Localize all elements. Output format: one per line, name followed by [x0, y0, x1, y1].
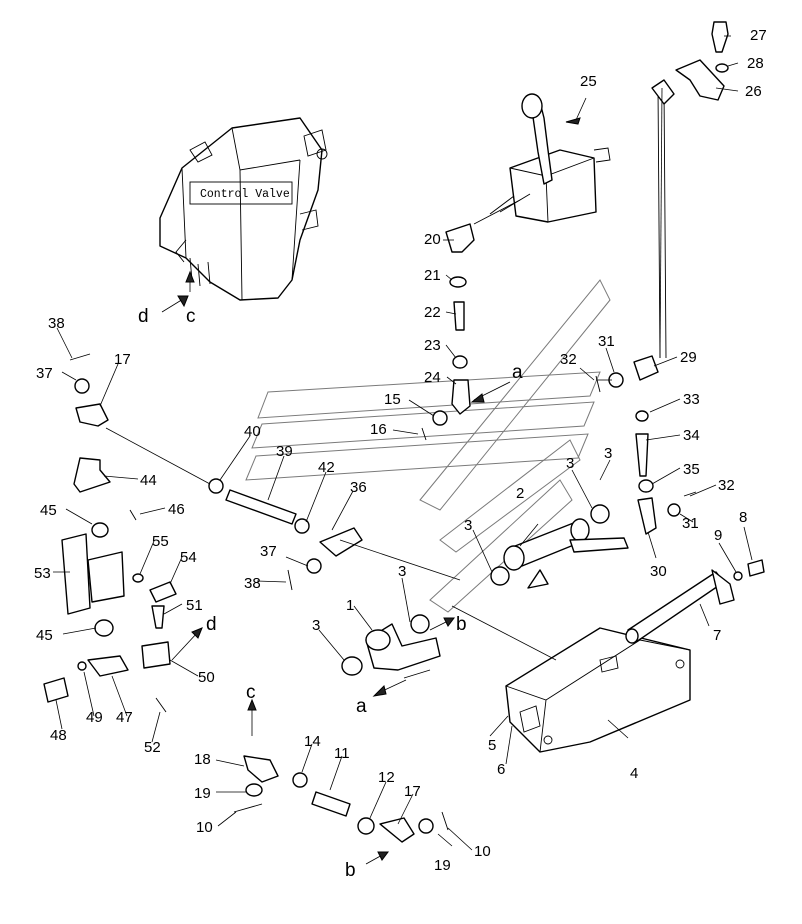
- callout-30: 30: [650, 563, 667, 580]
- callout-2: 2: [516, 485, 524, 502]
- callout-53: 53: [34, 565, 51, 582]
- callout-32b: 32: [718, 477, 735, 494]
- callout-14: 14: [304, 733, 321, 750]
- callout-35: 35: [683, 461, 700, 478]
- callout-3e: 3: [604, 445, 612, 462]
- marker-d-valve: d: [138, 306, 149, 327]
- callout-11: 11: [334, 745, 350, 762]
- callout-32a: 32: [560, 351, 577, 368]
- right-hardware: [595, 21, 765, 581]
- callout-5: 5: [488, 737, 496, 754]
- shaft-part-7: [625, 569, 735, 644]
- connection-arrows: [161, 270, 511, 865]
- callout-19b: 19: [434, 857, 451, 874]
- callout-12: 12: [378, 769, 395, 786]
- callout-33: 33: [683, 391, 700, 408]
- callout-36: 36: [350, 479, 367, 496]
- callout-23: 23: [424, 337, 441, 354]
- link-rod-36-42: [208, 478, 363, 591]
- callout-47: 47: [116, 709, 133, 726]
- callout-38b: 38: [244, 575, 261, 592]
- watermark-logo: [245, 279, 611, 613]
- control-valve-label: Control Valve: [200, 188, 290, 201]
- callout-10a: 10: [196, 819, 213, 836]
- callout-51: 51: [186, 597, 203, 614]
- assembly-lines: [105, 87, 663, 661]
- callout-31a: 31: [598, 333, 615, 350]
- callout-39: 39: [276, 443, 293, 460]
- callout-55: 55: [152, 533, 169, 550]
- callout-10b: 10: [474, 843, 491, 860]
- marker-b-bottom: b: [345, 860, 356, 881]
- callout-18: 18: [194, 751, 211, 768]
- callout-44: 44: [140, 472, 157, 489]
- callout-19a: 19: [194, 785, 211, 802]
- callout-3a: 3: [566, 455, 574, 472]
- marker-b-right: b: [456, 614, 467, 635]
- callout-25: 25: [580, 73, 597, 90]
- callout-40: 40: [244, 423, 261, 440]
- rod-29-30: [651, 79, 675, 359]
- callout-42: 42: [318, 459, 335, 476]
- callout-22: 22: [424, 304, 441, 321]
- callout-4: 4: [630, 765, 638, 782]
- lever-assembly-center: [490, 504, 629, 589]
- callout-26: 26: [745, 83, 762, 100]
- callout-24: 24: [424, 369, 441, 386]
- rod-stack-20-24: [421, 223, 475, 441]
- callout-17b: 17: [404, 783, 421, 800]
- callout-20: 20: [424, 231, 441, 248]
- marker-c-valve: c: [186, 306, 196, 327]
- callout-7: 7: [713, 627, 721, 644]
- callout-17a: 17: [114, 351, 131, 368]
- callout-37a: 37: [36, 365, 53, 382]
- callout-46: 46: [168, 501, 185, 518]
- callout-16: 16: [370, 421, 387, 438]
- callout-3c: 3: [398, 563, 406, 580]
- callout-9: 9: [714, 527, 722, 544]
- connection-letters: a a b b c c d d: [138, 306, 523, 881]
- callout-3d: 3: [312, 617, 320, 634]
- left-bracket-assembly: [43, 353, 177, 713]
- bottom-link-hardware: [233, 755, 449, 843]
- marker-c-bottom: c: [246, 682, 256, 703]
- callout-52: 52: [144, 739, 161, 756]
- callout-50: 50: [198, 669, 215, 686]
- callout-38a: 38: [48, 315, 65, 332]
- callout-leader-lines: [53, 35, 753, 851]
- lever-part-1: [341, 614, 441, 679]
- callout-1: 1: [346, 597, 354, 614]
- callout-45b: 45: [36, 627, 53, 644]
- callout-15: 15: [384, 391, 401, 408]
- frame-bracket-4: [505, 627, 691, 753]
- callout-34: 34: [683, 427, 700, 444]
- callout-49: 49: [86, 709, 103, 726]
- callout-45a: 45: [40, 502, 57, 519]
- callout-6: 6: [497, 761, 505, 778]
- callout-29: 29: [680, 349, 697, 366]
- callout-54: 54: [180, 549, 197, 566]
- callout-31b: 31: [682, 515, 699, 532]
- callout-21: 21: [424, 267, 441, 284]
- control-lever-assembly: [489, 93, 611, 223]
- marker-a-top: a: [512, 362, 523, 383]
- callout-48: 48: [50, 727, 67, 744]
- callout-28: 28: [747, 55, 764, 72]
- control-valve-assembly: Control Valve: [159, 117, 328, 301]
- callout-27: 27: [750, 27, 767, 44]
- callout-37b: 37: [260, 543, 277, 560]
- marker-d-left: d: [206, 614, 217, 635]
- callout-labels: 1 2 3 3 3 3 3 4 5 6 7 8 9 10 10 11 12 14…: [34, 27, 767, 874]
- callout-8: 8: [739, 509, 747, 526]
- callout-3b: 3: [464, 517, 472, 534]
- marker-a-bottom: a: [356, 696, 367, 717]
